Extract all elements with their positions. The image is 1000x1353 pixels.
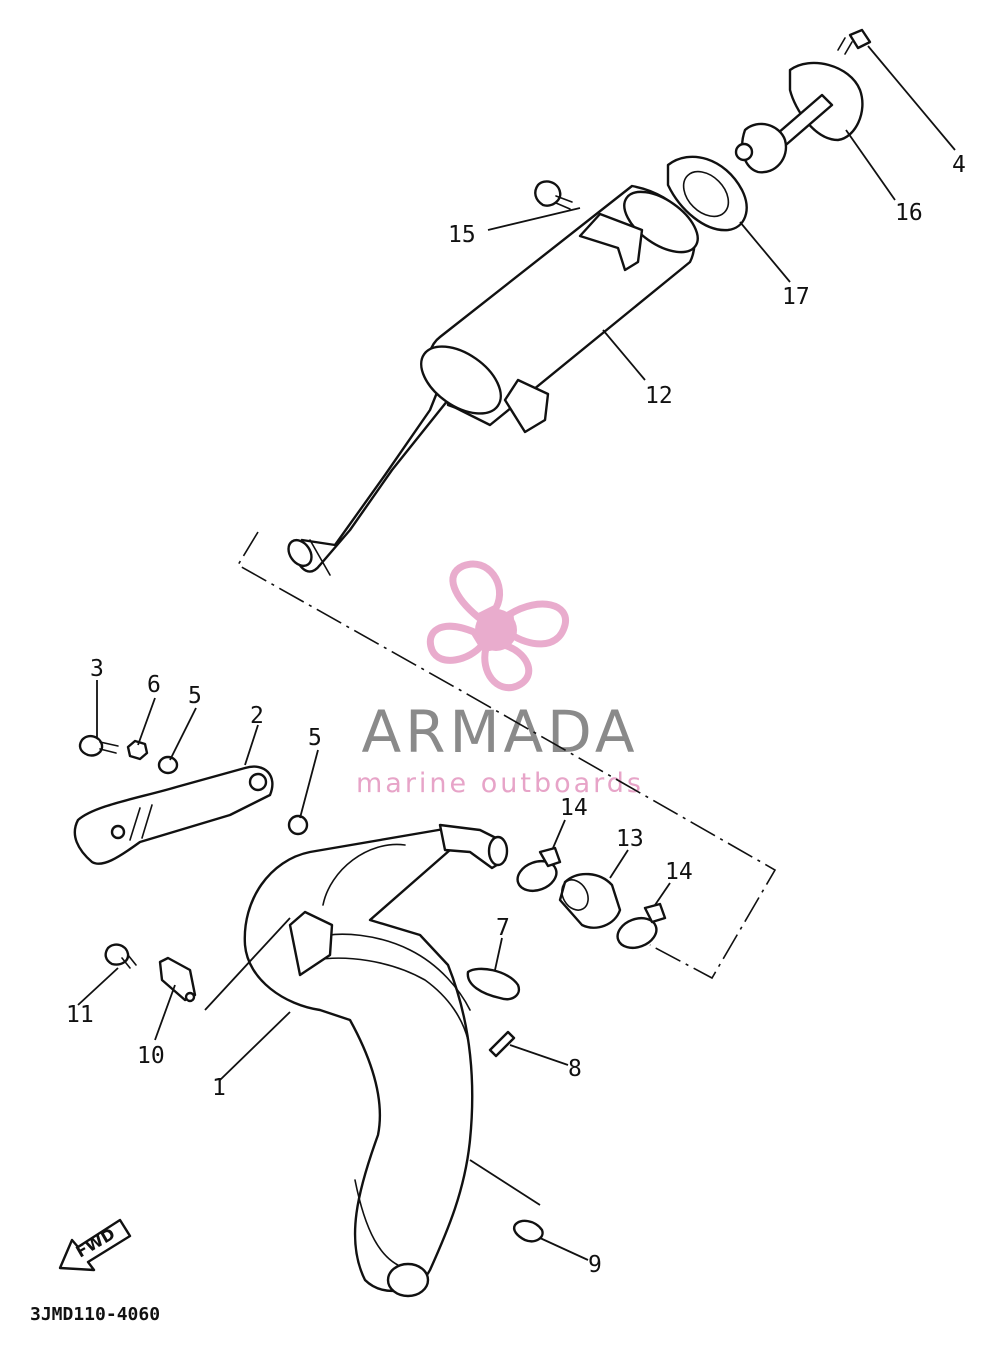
callout-part-10: 10 <box>137 1043 165 1069</box>
callout-part-15: 15 <box>448 222 476 248</box>
callout-part-5b: 5 <box>308 725 322 751</box>
forward-arrow-icon: FWD <box>58 1218 132 1272</box>
callout-part-17: 17 <box>782 284 810 310</box>
callout-part-2: 2 <box>250 703 264 729</box>
callout-part-14b: 14 <box>665 859 693 885</box>
callout-part-9: 9 <box>588 1252 602 1278</box>
reference-lines <box>236 531 777 980</box>
callout-part-8: 8 <box>568 1056 582 1082</box>
callout-part-12: 12 <box>645 383 673 409</box>
callout-part-1: 1 <box>212 1075 226 1101</box>
silencer-assembly <box>287 28 872 576</box>
callout-part-13: 13 <box>616 826 644 852</box>
callout-part-4: 4 <box>952 152 966 178</box>
part-callouts: 1 2 3 4 5 5 6 7 8 9 10 11 12 13 14 14 15… <box>66 152 966 1278</box>
watermark-tagline: marine outboards <box>356 768 644 799</box>
watermark-brand: ARMADA <box>361 698 638 766</box>
callout-part-11: 11 <box>66 1002 94 1028</box>
expansion-chamber-assembly <box>73 734 667 1298</box>
leader-lines <box>77 45 956 1261</box>
callout-part-3: 3 <box>90 656 104 682</box>
propeller-icon <box>426 560 569 692</box>
callout-part-6: 6 <box>147 672 161 698</box>
diagram-code: 3JMD110-4060 <box>30 1304 160 1325</box>
callout-part-7: 7 <box>496 915 510 941</box>
callout-part-5a: 5 <box>188 683 202 709</box>
callout-part-14a: 14 <box>560 795 588 821</box>
callout-part-16: 16 <box>895 200 923 226</box>
